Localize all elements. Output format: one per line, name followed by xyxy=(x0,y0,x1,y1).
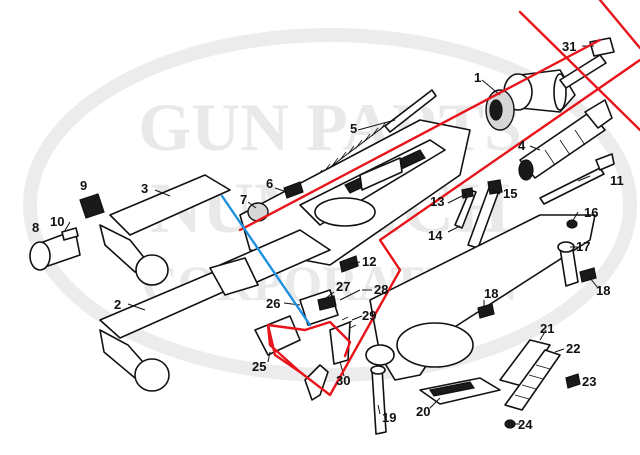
part-12-screw xyxy=(339,255,359,273)
part-16-trigger-guard xyxy=(365,214,596,381)
callout-7: 7 xyxy=(240,192,247,207)
part-3-bolt-upper xyxy=(99,174,231,286)
callout-28: 28 xyxy=(374,282,388,297)
callout-25: 25 xyxy=(252,359,266,374)
callout-20: 20 xyxy=(416,404,430,419)
part-22-magazine-spring xyxy=(504,349,561,411)
callout-27: 27 xyxy=(336,279,350,294)
part-9-bolt-sleeve xyxy=(79,193,105,219)
part-20-latch xyxy=(419,377,501,405)
callout-11: 11 xyxy=(610,173,624,188)
part-10-pin xyxy=(61,227,79,241)
callout-10: 10 xyxy=(50,214,64,229)
callout-labels: 1 2 3 4 5 6 7 8 9 10 11 12 13 14 15 16 1… xyxy=(32,39,624,432)
callout-8: 8 xyxy=(32,220,39,235)
part-7-nut xyxy=(247,202,269,222)
part-18-screw-right xyxy=(579,267,597,283)
callout-22: 22 xyxy=(566,341,580,356)
callout-21: 21 xyxy=(540,321,554,336)
callout-6: 6 xyxy=(266,176,273,191)
part-8-cocking-piece xyxy=(29,229,81,271)
callout-2: 2 xyxy=(114,297,121,312)
callout-5: 5 xyxy=(350,121,357,136)
callout-18-left: 18 xyxy=(484,286,498,301)
receiver-body xyxy=(219,119,471,286)
part-6-screw xyxy=(283,181,304,199)
part-24-nut xyxy=(504,419,516,429)
part-21-magazine-follower xyxy=(499,339,551,387)
callout-12: 12 xyxy=(362,254,376,269)
callout-14: 14 xyxy=(428,228,443,243)
red-outline-lower xyxy=(266,58,640,397)
part-18-screw-left xyxy=(477,303,495,319)
callout-17: 17 xyxy=(576,239,590,254)
callout-18-right: 18 xyxy=(596,283,610,298)
callout-29: 29 xyxy=(362,308,376,323)
callout-31: 31 xyxy=(562,39,576,54)
part-4-extractor xyxy=(518,99,613,181)
blue-line xyxy=(220,194,312,327)
part-19-pin xyxy=(370,365,387,435)
part-25-trigger-housing xyxy=(254,315,301,356)
callout-15: 15 xyxy=(503,186,517,201)
callout-23: 23 xyxy=(582,374,596,389)
red-markup xyxy=(238,0,640,397)
part-13-pin xyxy=(461,187,474,199)
red-outline-hook xyxy=(266,323,302,374)
callout-26: 26 xyxy=(266,296,280,311)
callout-30: 30 xyxy=(336,373,350,388)
part-17-guard-screw xyxy=(557,241,579,287)
leader-lines xyxy=(63,45,599,425)
red-line-upper xyxy=(238,38,602,232)
callout-24: 24 xyxy=(518,417,533,432)
part-2-bolt-lower xyxy=(99,257,259,392)
callout-4: 4 xyxy=(518,138,526,153)
part-14-ejector xyxy=(454,189,477,229)
blue-markup xyxy=(220,194,312,327)
part-28-pin xyxy=(339,289,361,301)
red-line-diagonal-2 xyxy=(598,0,640,50)
callout-13: 13 xyxy=(430,194,444,209)
callout-19: 19 xyxy=(382,410,396,425)
callout-9: 9 xyxy=(80,178,87,193)
part-27-spring xyxy=(317,295,337,311)
callout-16: 16 xyxy=(584,205,598,220)
callout-3: 3 xyxy=(141,181,148,196)
red-line-diagonal-1 xyxy=(518,10,640,132)
callout-1: 1 xyxy=(474,70,481,85)
